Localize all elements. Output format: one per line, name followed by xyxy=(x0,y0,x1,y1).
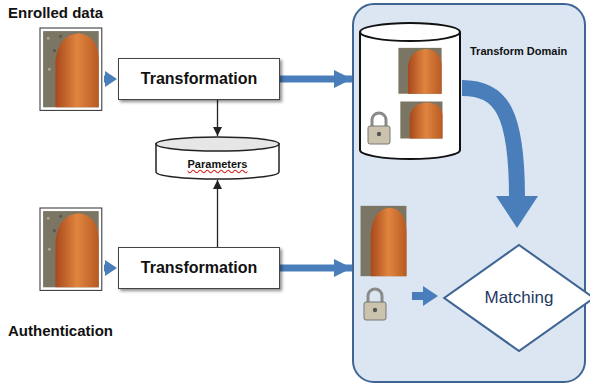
node-label: Matching xyxy=(485,288,554,308)
arrow-head xyxy=(105,260,117,276)
domain-region: Transform DomainMatching xyxy=(352,3,586,383)
arrow-head xyxy=(496,196,538,228)
flow-arrow xyxy=(280,76,352,83)
process-box: Transformation xyxy=(118,58,280,100)
process-box: Transformation xyxy=(118,247,280,289)
node-label: Transformation xyxy=(141,259,257,277)
finger-image xyxy=(40,28,102,110)
database-cylinder xyxy=(360,23,460,159)
region-title: Transform Domain xyxy=(470,45,567,57)
finger-image xyxy=(40,208,102,290)
parameter-arrow xyxy=(217,180,218,247)
node-label: Transformation xyxy=(141,70,257,88)
decision-diamond: Matching xyxy=(442,243,590,353)
flow-arrow xyxy=(104,76,106,83)
arrow-head xyxy=(423,286,438,306)
flow-arrow xyxy=(280,265,352,272)
node-label: Parameters xyxy=(188,158,248,170)
finger-image xyxy=(398,48,441,94)
section-label: Authentication xyxy=(8,322,113,339)
section-label: Enrolled data xyxy=(8,4,103,21)
flow-arrow xyxy=(104,265,106,272)
parameter-arrow xyxy=(217,100,218,136)
flow-arrow xyxy=(412,292,425,300)
curved-arrow xyxy=(462,88,517,198)
arrow-head xyxy=(105,71,117,87)
parameter-store: Parameters xyxy=(155,136,280,180)
finger-image xyxy=(400,102,442,139)
lock-icon xyxy=(364,289,386,320)
lock-icon xyxy=(368,113,390,144)
finger-image xyxy=(361,206,407,276)
